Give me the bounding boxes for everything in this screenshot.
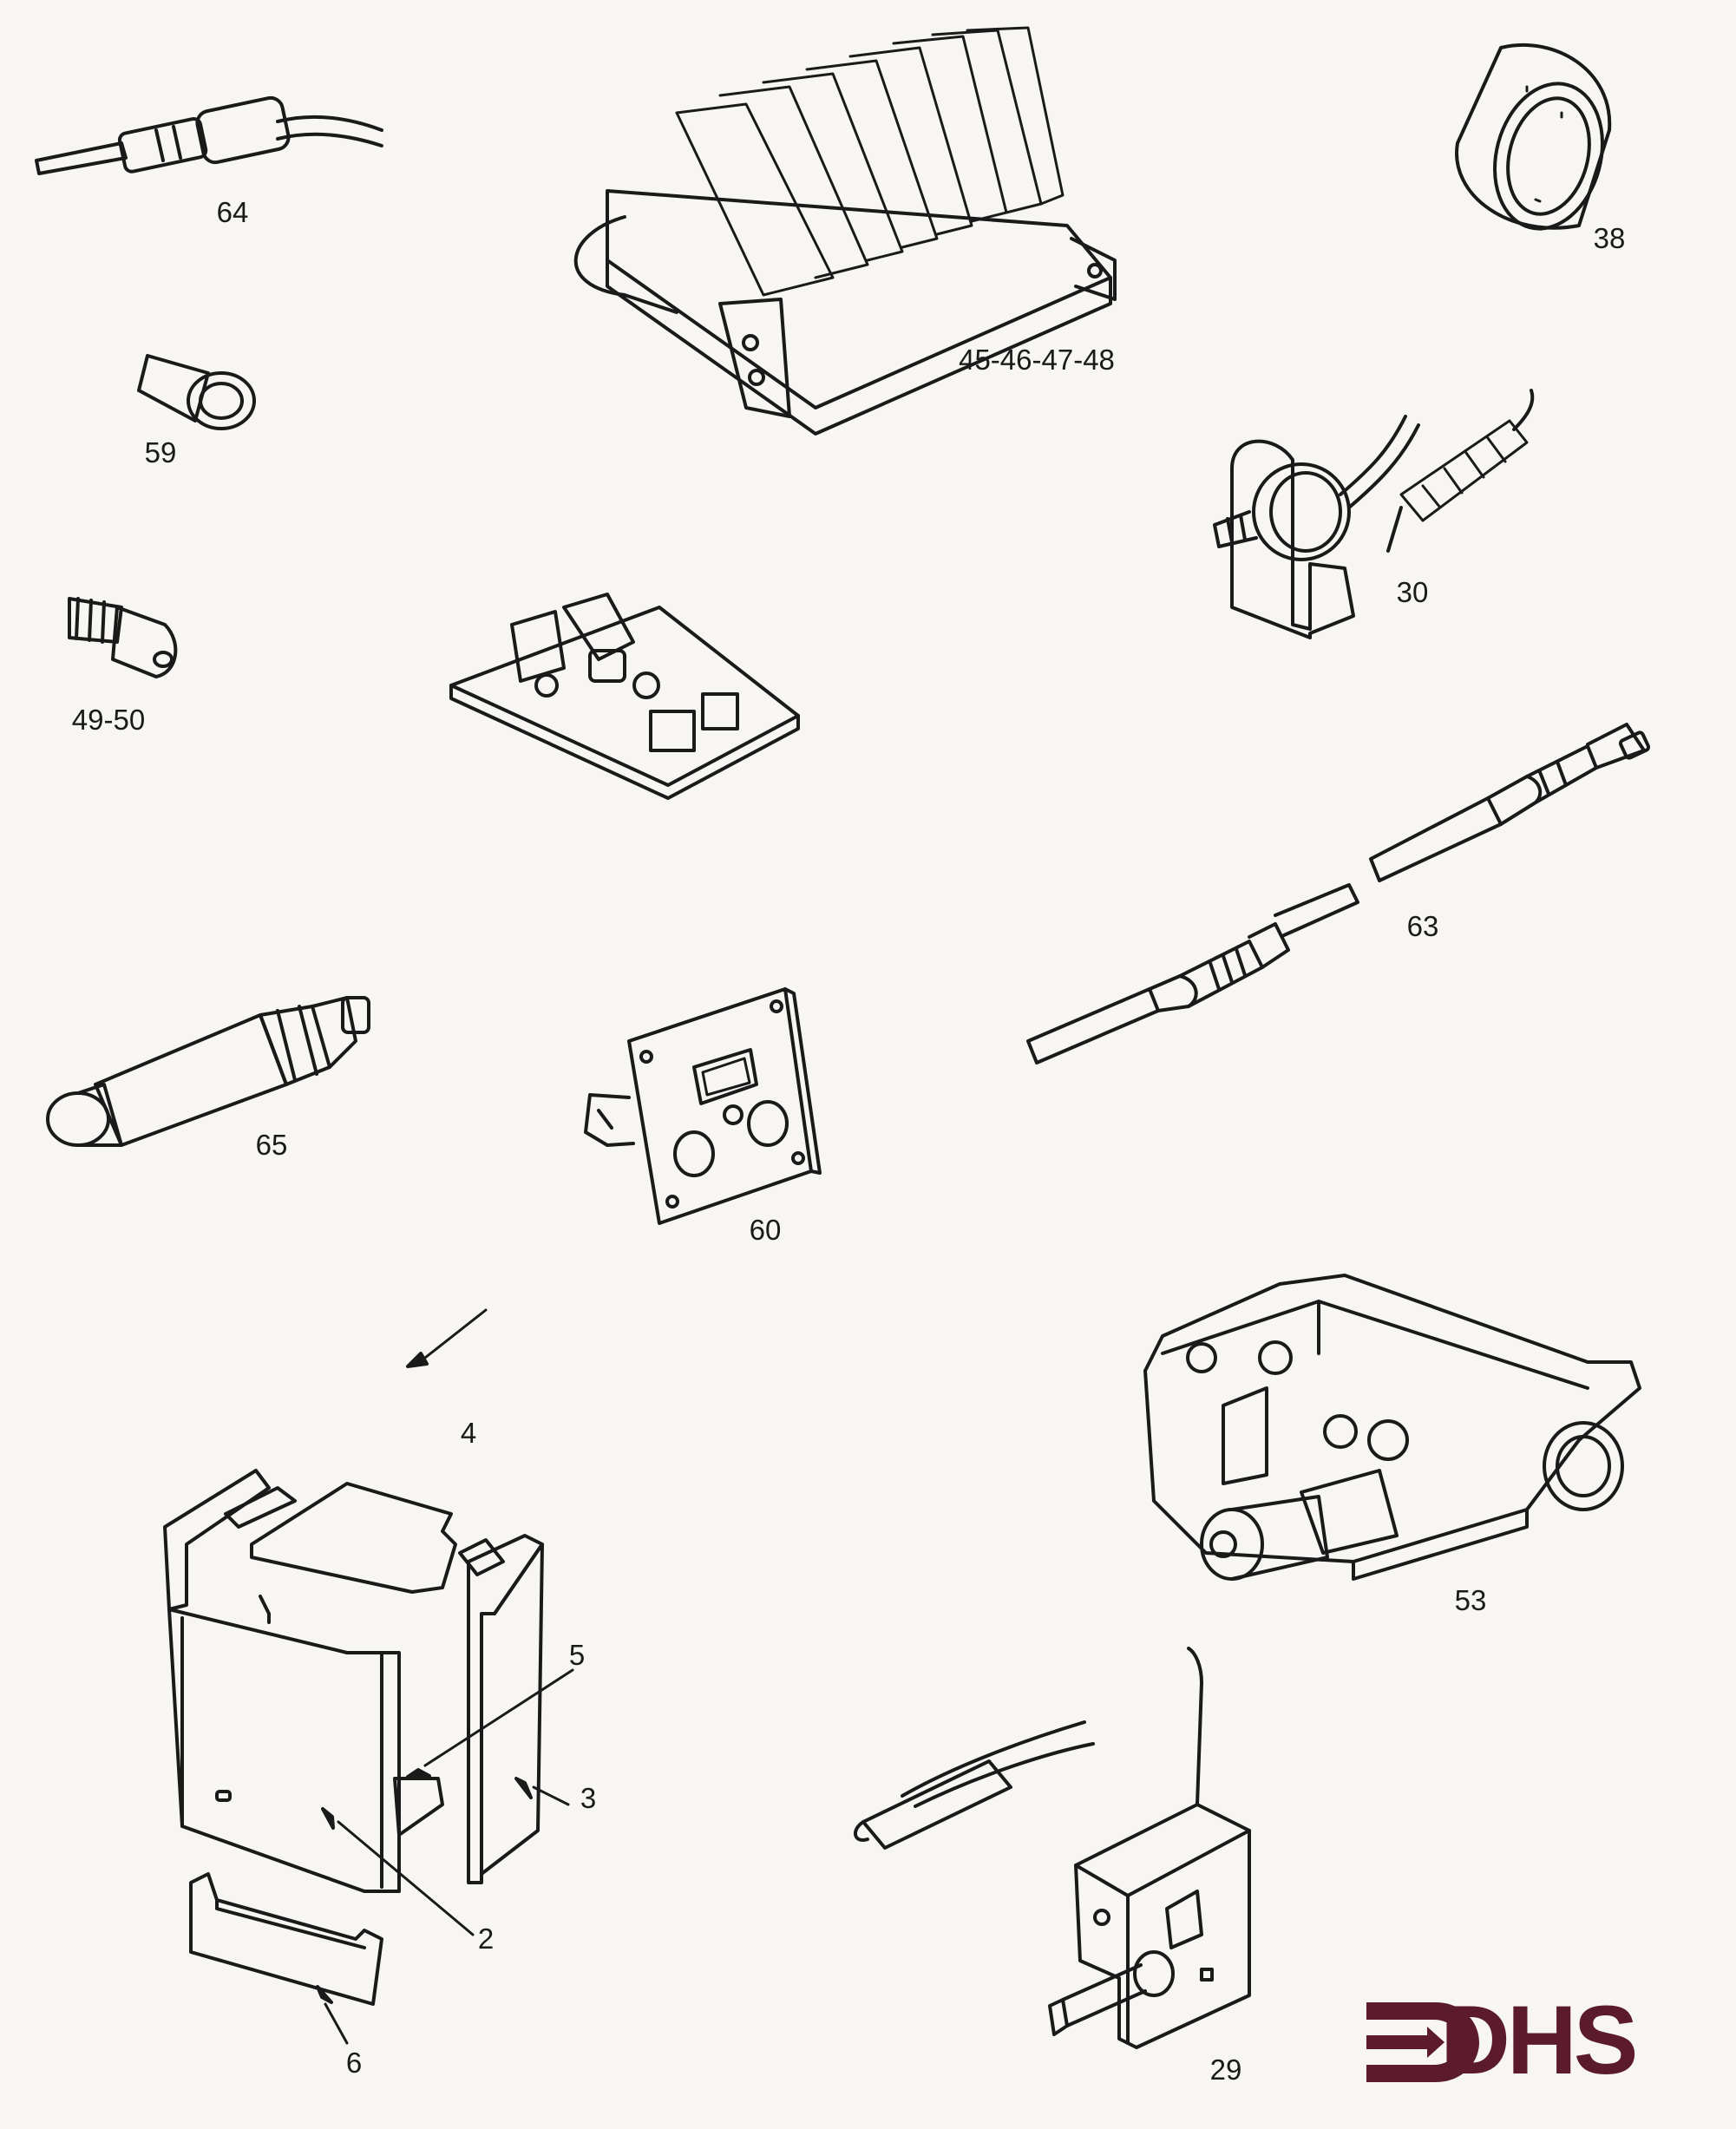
label-45-48: 45-46-47-48 xyxy=(959,344,1115,376)
label-29: 29 xyxy=(1209,2054,1242,2086)
part-38-drawing xyxy=(1455,43,1612,231)
part-29-drawing xyxy=(854,1647,1251,2049)
casing-drawing xyxy=(163,1308,574,2045)
label-4: 4 xyxy=(460,1417,477,1449)
dhs-logo-mark xyxy=(1366,2002,1479,2082)
label-64: 64 xyxy=(216,196,249,228)
label-53: 53 xyxy=(1454,1584,1487,1616)
label-6: 6 xyxy=(345,2047,363,2079)
label-65: 65 xyxy=(255,1129,288,1161)
dhs-logo-text: DHS xyxy=(1440,1986,1638,2094)
label-60: 60 xyxy=(749,1214,782,1246)
part-49-50-drawing xyxy=(68,597,178,678)
label-5: 5 xyxy=(568,1639,586,1671)
part-65-drawing xyxy=(46,996,370,1147)
label-59: 59 xyxy=(144,436,177,468)
label-63: 63 xyxy=(1406,910,1439,942)
label-2: 2 xyxy=(477,1923,495,1955)
part-64-drawing xyxy=(35,95,383,175)
part-63-drawing xyxy=(1026,723,1651,1064)
part-53-drawing xyxy=(1143,1274,1641,1581)
label-3: 3 xyxy=(580,1782,597,1814)
label-38: 38 xyxy=(1593,222,1626,254)
label-30: 30 xyxy=(1396,576,1429,608)
part-59-drawing xyxy=(137,354,256,430)
label-49-50: 49-50 xyxy=(71,704,146,736)
part-45-48-drawing xyxy=(573,26,1117,436)
part-60-drawing xyxy=(584,987,822,1225)
part-30-drawing xyxy=(1213,389,1535,639)
pcb-drawing xyxy=(449,593,800,800)
